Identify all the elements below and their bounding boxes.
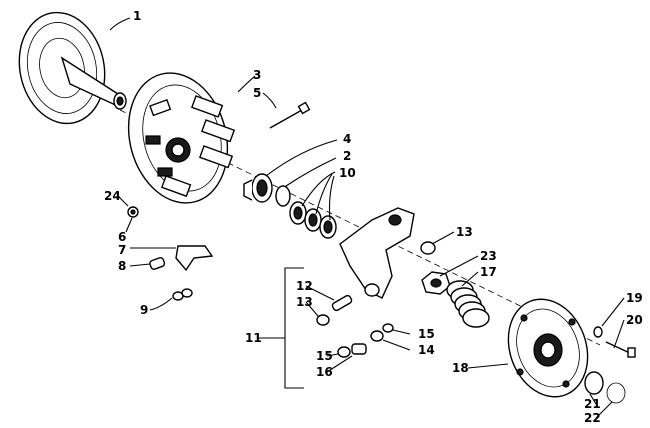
pin-12 [331,294,353,312]
washer-2 [275,185,291,207]
shaft-centerline [119,109,601,346]
leader-lines [109,17,625,419]
callout-8: 8 [118,259,126,273]
callout-24: 24 [104,189,121,203]
washer-15-left [337,346,351,358]
callout-17: 17 [480,265,497,279]
callout-16: 16 [316,365,333,379]
callout-12: 12 [296,279,313,293]
washer-15-right [382,323,394,333]
callout-15-right: 15 [418,327,435,341]
bolt-20 [605,341,636,358]
callout-5: 5 [253,86,261,100]
callout-4: 4 [343,132,351,146]
callout-20: 20 [626,313,643,327]
callout-1: 1 [133,9,141,23]
callout-labels: 1 2 3 4 5 6 7 8 9 10 11 12 13 13 14 15 1… [104,9,643,425]
washer-19 [593,326,603,338]
bolt-5 [269,101,311,129]
pin-16 [351,343,367,355]
cover-18 [507,298,589,398]
roller-13-lower [316,314,330,326]
callout-2: 2 [343,149,351,163]
callout-14: 14 [418,343,435,357]
bushing-14 [370,330,384,342]
nut-24 [127,206,139,218]
callout-11: 11 [245,331,262,345]
callout-15-left: 15 [316,349,333,363]
movable-sheave-spider [127,72,236,204]
bushing-4 [243,173,273,203]
callout-9: 9 [140,303,148,317]
snap-ring-22 [606,382,626,404]
callout-18: 18 [452,361,469,375]
roller-13-upper [420,241,436,255]
callout-22: 22 [584,411,601,425]
group-bracket-11 [284,267,304,389]
roller-arm [339,207,415,299]
washers-9 [172,288,193,301]
callout-13-lower: 13 [296,295,313,309]
washers-10 [289,201,337,239]
callout-23: 23 [480,249,497,263]
weight-arm-7 [175,245,214,272]
callout-13-upper: 13 [456,225,473,239]
spring-17 [446,280,490,328]
bushing-21 [584,371,604,395]
callout-19: 19 [626,291,643,305]
callout-7: 7 [118,243,126,257]
callout-6: 6 [118,230,126,244]
nut-23 [421,271,451,295]
callout-21: 21 [584,397,601,411]
pin-8 [149,256,166,270]
callout-3: 3 [253,68,261,82]
callout-10: 10 [339,166,356,180]
sheave-with-shaft [18,11,127,125]
